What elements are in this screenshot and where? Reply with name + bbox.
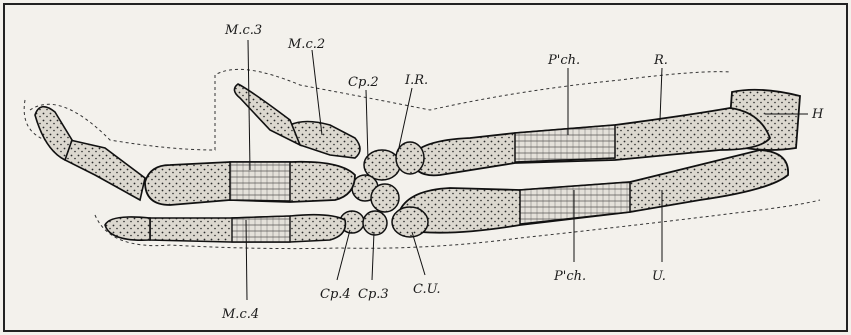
- digit-3-phalanx-tip: [35, 107, 72, 160]
- label-cp2: Cp.2: [348, 75, 379, 90]
- label-pch-bottom: P'ch.: [553, 269, 586, 284]
- metacarpal-3-cartilage: [230, 162, 290, 201]
- label-mc4: M.c.4: [221, 307, 259, 322]
- carpal-intermedium: [396, 142, 424, 174]
- digit-4-phalanx: [105, 217, 150, 240]
- carpal-ulnare: [392, 207, 428, 237]
- metacarpal-2: [290, 122, 360, 159]
- carpal-3b: [363, 211, 387, 235]
- digit-2-phalanx: [234, 84, 300, 145]
- label-mc2: M.c.2: [287, 37, 325, 52]
- label-r: R.: [653, 53, 668, 68]
- digit-3-phalanx-2: [65, 140, 145, 200]
- label-pch-top: P'ch.: [547, 53, 580, 68]
- label-cp3: Cp.3: [358, 287, 389, 302]
- radius-cartilage: [515, 125, 615, 162]
- metacarpal-4-cartilage: [232, 216, 290, 242]
- carpal-centrale: [371, 184, 399, 212]
- ulna-cartilage: [520, 182, 630, 224]
- label-ir: I.R.: [404, 73, 428, 88]
- label-mc3: M.c.3: [224, 23, 262, 38]
- label-cp4: Cp.4: [320, 287, 351, 302]
- label-h: H: [811, 107, 824, 122]
- label-cu: C.U.: [413, 282, 441, 297]
- label-u: U.: [652, 269, 666, 284]
